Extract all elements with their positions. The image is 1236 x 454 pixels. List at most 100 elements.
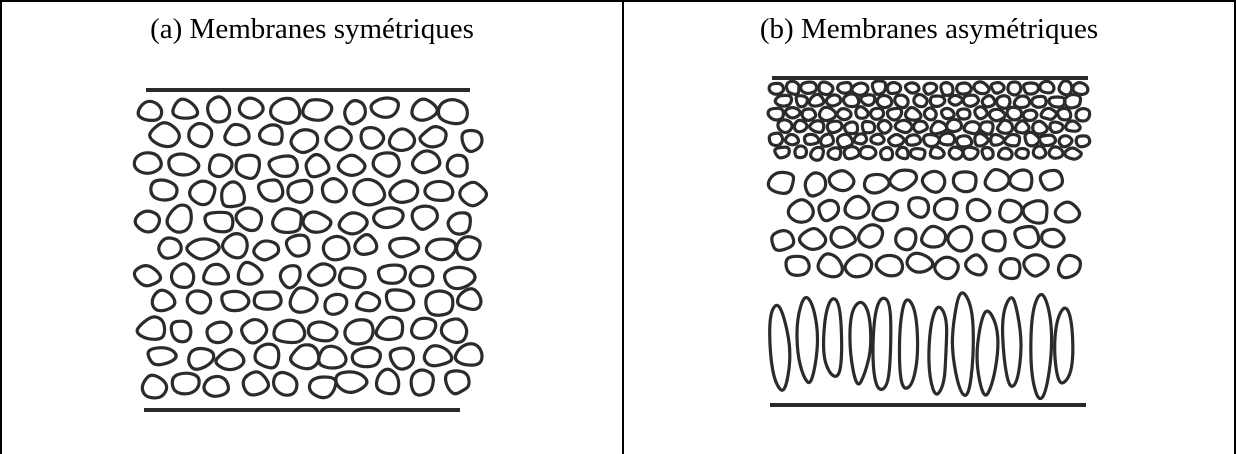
pore bbox=[1055, 106, 1073, 122]
pore bbox=[1047, 145, 1065, 160]
pore bbox=[937, 131, 957, 147]
pore bbox=[911, 119, 929, 134]
pore bbox=[829, 225, 857, 249]
pore bbox=[453, 342, 484, 367]
pore bbox=[783, 105, 802, 120]
pore bbox=[786, 198, 815, 224]
pore bbox=[920, 169, 947, 194]
pore bbox=[271, 370, 299, 397]
pore bbox=[980, 94, 997, 109]
pore bbox=[808, 119, 826, 134]
pore bbox=[996, 146, 1014, 161]
pore bbox=[947, 93, 964, 107]
pore bbox=[824, 93, 843, 108]
pore bbox=[886, 132, 906, 148]
pore bbox=[301, 98, 334, 122]
pore bbox=[410, 204, 440, 231]
pore bbox=[776, 118, 794, 135]
pore bbox=[408, 264, 435, 288]
pore bbox=[187, 346, 216, 371]
table-middle-divider bbox=[622, 0, 624, 454]
pore bbox=[885, 80, 903, 96]
pore bbox=[323, 292, 349, 316]
pore bbox=[443, 369, 471, 396]
pore bbox=[893, 93, 910, 110]
pore bbox=[359, 125, 386, 150]
pore bbox=[835, 107, 853, 122]
pore bbox=[835, 132, 855, 150]
pore bbox=[458, 180, 489, 208]
asymmetric-membrane-diagram bbox=[766, 76, 1092, 407]
pore bbox=[817, 80, 835, 97]
pore bbox=[895, 145, 910, 161]
pore bbox=[955, 107, 972, 121]
pore bbox=[955, 81, 973, 96]
pore bbox=[850, 81, 870, 97]
pore bbox=[387, 127, 417, 153]
pore bbox=[1029, 292, 1054, 401]
pore bbox=[1063, 146, 1083, 161]
pore bbox=[324, 125, 353, 152]
pore bbox=[803, 171, 828, 198]
pore bbox=[202, 374, 231, 398]
pore bbox=[424, 237, 458, 262]
pore bbox=[907, 196, 931, 219]
pore bbox=[1013, 119, 1031, 135]
pore bbox=[800, 107, 818, 122]
pore bbox=[929, 119, 949, 136]
pore bbox=[171, 97, 200, 120]
pore bbox=[995, 94, 1012, 110]
pore bbox=[827, 169, 856, 193]
pore bbox=[256, 178, 285, 203]
pore bbox=[1057, 79, 1074, 97]
pore bbox=[792, 118, 809, 134]
pore bbox=[809, 145, 826, 162]
pore bbox=[998, 198, 1024, 224]
pore bbox=[169, 319, 193, 344]
graded-pores bbox=[766, 79, 1092, 401]
pore bbox=[905, 251, 935, 274]
pore bbox=[836, 80, 854, 95]
panel-a-caption: (a) Membranes symétriques bbox=[150, 13, 474, 45]
pore bbox=[821, 297, 844, 378]
pore bbox=[237, 96, 265, 120]
pore bbox=[271, 207, 303, 235]
pore bbox=[445, 153, 469, 178]
pore bbox=[946, 224, 974, 253]
pore bbox=[797, 226, 828, 251]
pore bbox=[205, 320, 233, 345]
pore bbox=[920, 224, 948, 249]
pore bbox=[964, 253, 988, 277]
pore bbox=[241, 370, 271, 397]
pore bbox=[955, 134, 974, 149]
panel-b-caption: (b) Membranes asymétriques bbox=[759, 13, 1099, 45]
pore bbox=[852, 132, 869, 146]
pore bbox=[871, 200, 900, 223]
pore bbox=[202, 262, 231, 286]
pore bbox=[987, 107, 1007, 123]
pore bbox=[1048, 120, 1065, 135]
pore bbox=[843, 194, 871, 220]
pore bbox=[1074, 106, 1092, 123]
pore bbox=[879, 145, 895, 162]
pore bbox=[442, 265, 477, 291]
pore bbox=[1039, 106, 1058, 121]
pore bbox=[922, 132, 941, 149]
pore bbox=[354, 290, 382, 313]
pore bbox=[922, 106, 938, 122]
pore bbox=[894, 227, 918, 252]
pore bbox=[306, 262, 337, 287]
pore bbox=[388, 236, 421, 259]
pore bbox=[306, 320, 339, 343]
pore bbox=[825, 119, 844, 135]
pore bbox=[1057, 134, 1074, 149]
pore bbox=[1022, 253, 1050, 278]
pore bbox=[876, 118, 893, 135]
pore bbox=[169, 262, 196, 290]
pore bbox=[384, 288, 416, 313]
pore bbox=[253, 342, 281, 370]
pore bbox=[257, 123, 284, 146]
pore bbox=[767, 81, 786, 96]
pore bbox=[773, 93, 794, 108]
pore bbox=[1006, 80, 1023, 97]
